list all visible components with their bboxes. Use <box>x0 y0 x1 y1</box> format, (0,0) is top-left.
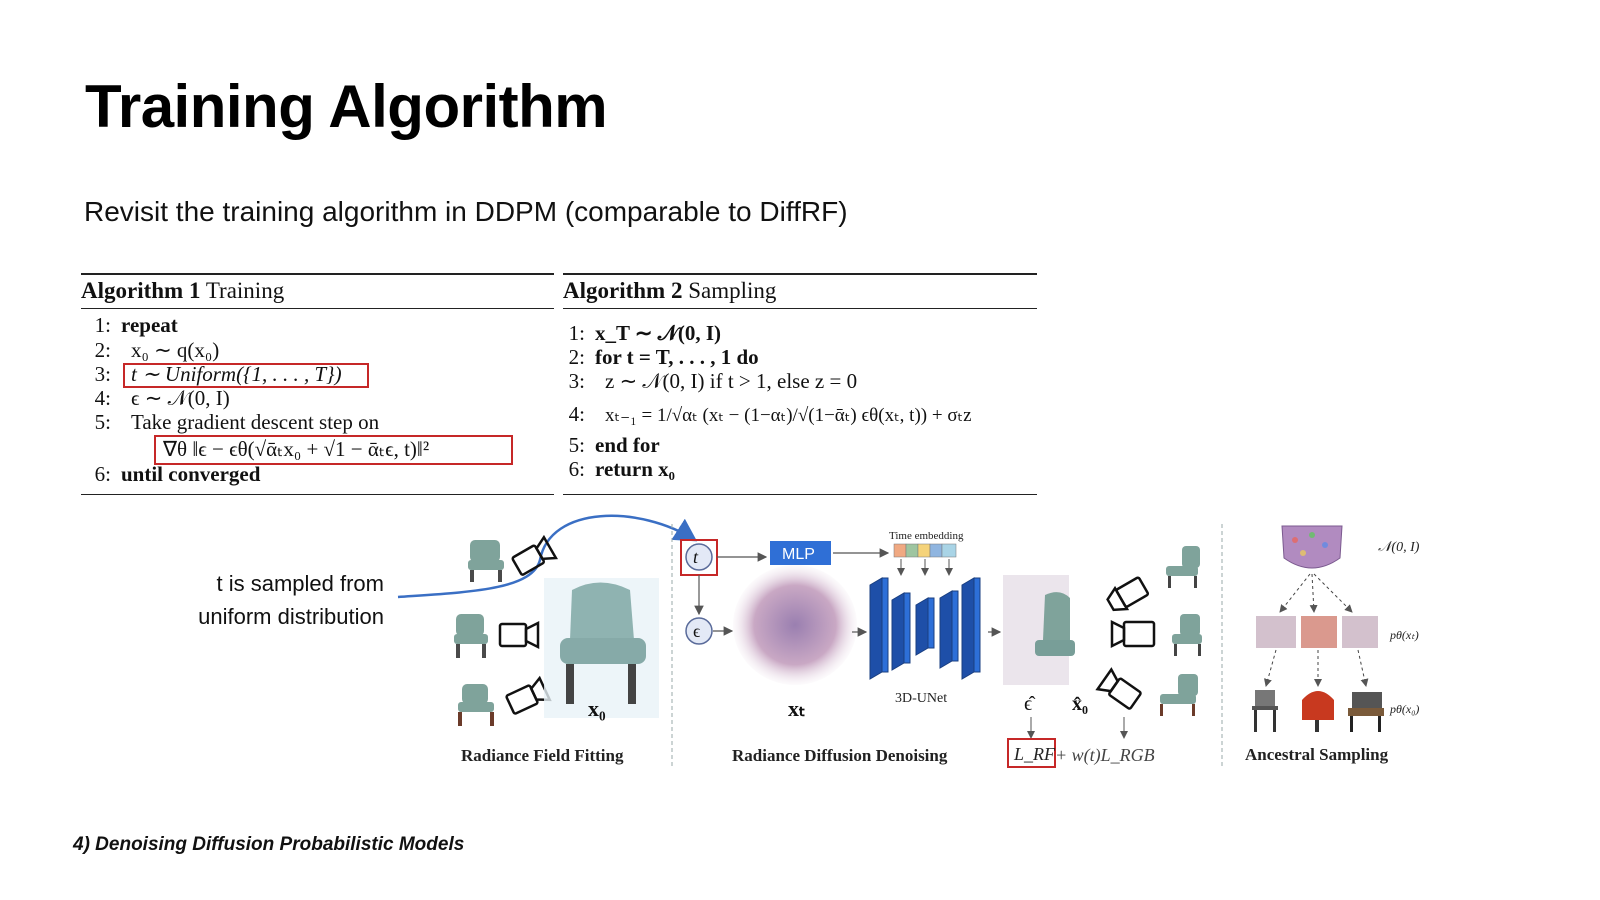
noise-cube <box>1281 525 1343 569</box>
algorithm-1-header: Algorithm 1 Training <box>81 275 554 309</box>
mlp-block <box>770 541 831 565</box>
caption-denoising: Radiance Diffusion Denoising <box>732 746 948 765</box>
camera-icon <box>498 534 559 715</box>
page-title: Training Algorithm <box>85 73 608 140</box>
time-embedding-cells <box>893 543 957 558</box>
caption-sampling: Ancestral Sampling <box>1245 745 1389 764</box>
unet-blocks <box>869 577 981 680</box>
algorithm-2-label: Algorithm 2 <box>563 278 683 303</box>
algo1-line: 2:x₀ ∼ q(x₀) <box>94 338 220 362</box>
eps-hat-label: ϵ̂ <box>1024 693 1036 715</box>
chair-right-top <box>1166 546 1200 588</box>
uniform-highlight-box <box>123 363 369 388</box>
loss-rest-label: + w(t)L_RGB <box>1055 745 1155 766</box>
chair-small-top <box>468 540 504 582</box>
algo1-loss-line: ∇θ ‖ϵ − ϵθ(√ᾱₜx₀ + √1 − ᾱₜϵ, t)‖² <box>163 437 430 461</box>
xt-label: xₜ <box>788 696 806 721</box>
algorithm-2-name: Sampling <box>688 278 777 303</box>
loss-rf-highlight-box <box>1007 738 1056 768</box>
intermediate-samples <box>1256 616 1378 648</box>
epsilon-node <box>685 617 713 645</box>
x0-hat-label: x̂₀ <box>1072 693 1088 715</box>
chair-small-bottom <box>458 684 494 726</box>
caption-fitting: Radiance Field Fitting <box>461 746 624 765</box>
algo1-line: 4:ϵ ∼ 𝒩(0, I) <box>94 386 230 410</box>
algo2-line: 2:for t = T, . . . , 1 do <box>568 345 759 369</box>
chair-right-bottom <box>1160 674 1198 716</box>
chair-large <box>560 582 646 704</box>
unet-label: 3D-UNet <box>895 691 947 706</box>
algo1-line: 1:repeat <box>94 313 178 337</box>
noisy-chair-xt <box>733 565 857 685</box>
algorithm-2-box: Algorithm 2 Sampling 1:x_T ∼ 𝒩(0, I) 2:f… <box>563 273 1037 497</box>
t-node <box>685 543 713 571</box>
algo2-line: 6:return x₀ <box>568 457 675 481</box>
algo2-line: 1:x_T ∼ 𝒩(0, I) <box>568 321 721 345</box>
annotation-line-1: t is sampled from <box>216 571 385 596</box>
normal-distribution-label: 𝒩(0, I) <box>1378 540 1420 555</box>
p-x0-label: pθ(x₀) <box>1389 702 1419 716</box>
annotation-text: t is sampled from uniform distribution <box>150 567 384 633</box>
t-node-label: t <box>693 547 699 567</box>
footer-reference: 4) Denoising Diffusion Probabilistic Mod… <box>73 834 465 855</box>
loss-highlight-box <box>154 435 513 465</box>
epsilon-node-label: ϵ <box>693 621 700 641</box>
chair-right-mid <box>1172 614 1202 656</box>
x0-label: x₀ <box>588 696 606 721</box>
algo1-line: 6:until converged <box>94 462 261 486</box>
algo1-line: 3:t ∼ Uniform({1, . . . , T}) <box>94 362 342 386</box>
p-xt-label: pθ(xₜ) <box>1389 628 1419 642</box>
chair-small-mid <box>454 614 488 658</box>
algo2-line: 5:end for <box>568 433 660 457</box>
loss-rf-label: L_RF <box>1013 744 1056 764</box>
algo2-line: 3:z ∼ 𝒩(0, I) if t > 1, else z = 0 <box>568 369 858 393</box>
camera-icon <box>1095 576 1156 710</box>
algorithm-1-label: Algorithm 1 <box>81 278 201 303</box>
annotation-arrow <box>397 514 698 599</box>
algorithm-1-box: Algorithm 1 Training 1:repeat 2:x₀ ∼ q(x… <box>81 273 554 497</box>
mlp-label: MLP <box>782 546 815 563</box>
algo1-line: 5:Take gradient descent step on <box>94 410 380 434</box>
algo2-line: 4:xₜ₋₁ = 1/√αₜ (xₜ − (1−αₜ)/√(1−ᾱₜ) ϵθ(x… <box>568 402 972 426</box>
annotation-line-2: uniform distribution <box>198 604 384 629</box>
time-embedding-label: Time embedding <box>889 530 964 542</box>
chair-denoised <box>1035 592 1075 656</box>
algorithm-2-header: Algorithm 2 Sampling <box>563 275 1037 309</box>
sampled-chairs <box>1252 690 1384 732</box>
page-subtitle: Revisit the training algorithm in DDPM (… <box>84 196 848 227</box>
algorithm-1-name: Training <box>205 278 285 303</box>
